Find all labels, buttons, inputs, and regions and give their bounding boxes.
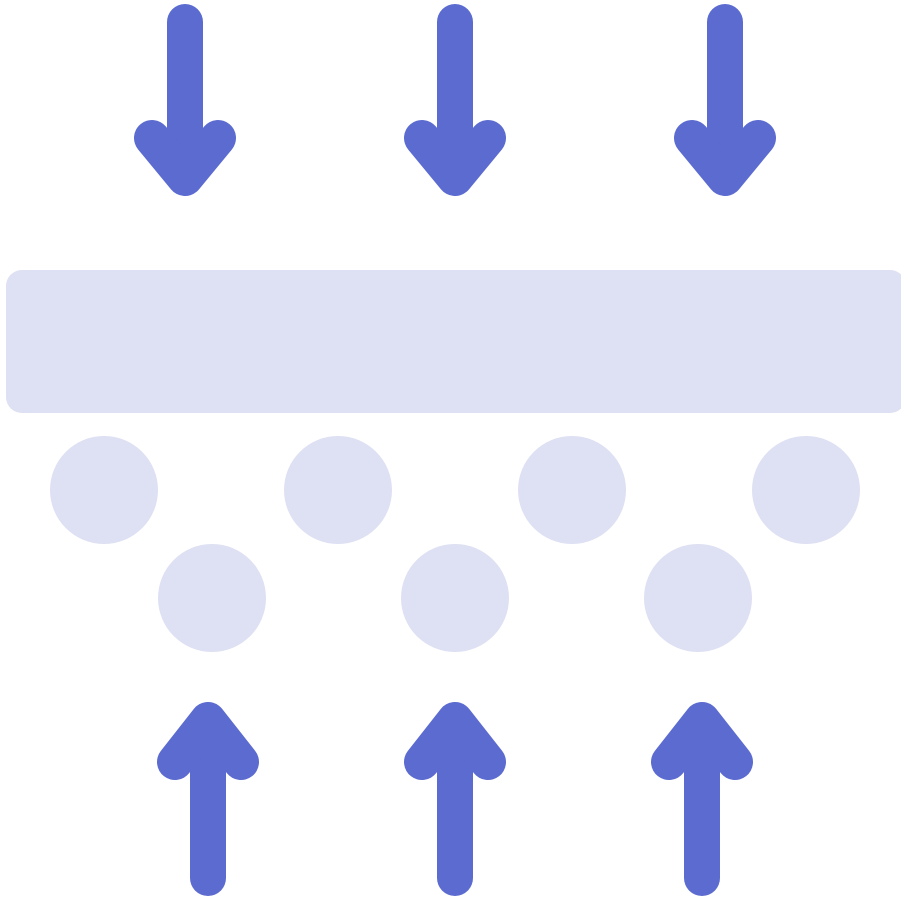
particle-dot [518, 436, 626, 544]
bottom-arrows [157, 702, 753, 896]
particle-dot [284, 436, 392, 544]
membrane-bar [6, 270, 901, 413]
down-arrow-icon [404, 4, 506, 196]
down-arrow-icon [674, 4, 776, 196]
particle-dot [644, 544, 752, 652]
particle-dot [158, 544, 266, 652]
up-arrow-icon [157, 702, 259, 896]
particles [50, 436, 860, 652]
top-arrows [134, 4, 776, 196]
particle-dot [401, 544, 509, 652]
up-arrow-icon [404, 702, 506, 896]
particle-dot [50, 436, 158, 544]
particle-dot [752, 436, 860, 544]
up-arrow-icon [651, 702, 753, 896]
down-arrow-icon [134, 4, 236, 196]
